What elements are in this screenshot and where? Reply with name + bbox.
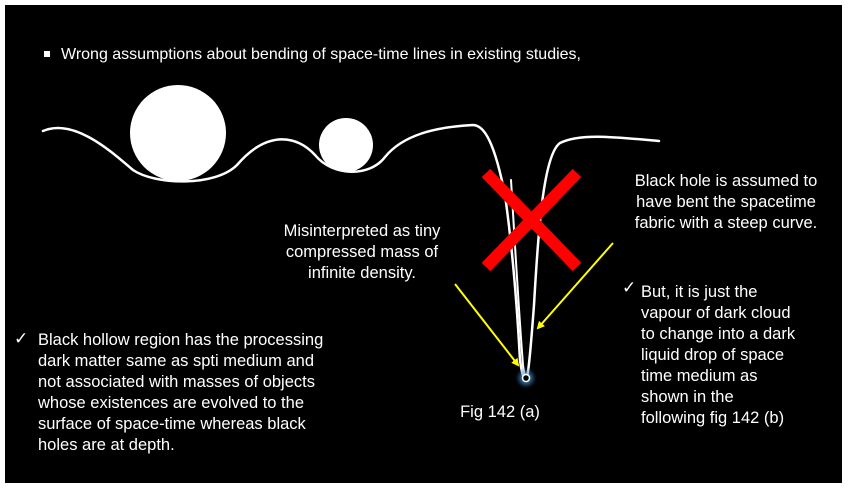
right-note-line: shown in the [641,388,734,406]
left-note-line: whose existences are evolved to the [38,394,304,412]
right-note-line: But, it is just the [641,283,758,301]
right-note-line: time medium as [641,367,758,385]
right-note-line: to change into a dark [641,325,796,343]
assumed-label: Black hole is assumed to have bent the s… [601,171,842,234]
checkmark-icon: ✓ [622,278,637,297]
right-note-line: liquid drop of space [641,346,785,364]
assumed-line: Black hole is assumed to [634,172,818,190]
right-note-line: following fig 142 (b) [641,409,785,427]
misinterpreted-line: compressed mass of [285,243,439,261]
bullet-marker [44,51,50,57]
assumed-line: have bent the spacetime [636,193,816,211]
arrow-from-left-label [454,283,520,367]
assumed-line: fabric with a steep curve. [634,214,818,232]
checkmark-icon: ✓ [14,329,29,348]
left-note-line: holes are at depth. [38,436,175,454]
left-note-line: Black hollow region has the processing [38,331,324,349]
left-note: Black hollow region has the processing d… [38,330,348,456]
small-mass-sphere [319,118,373,172]
figure-caption: Fig 142 (a) [460,403,540,421]
spacetime-diagram [41,85,661,389]
left-note-line: dark matter same as spti medium and [38,352,315,370]
right-note-line: vapour of dark cloud [641,304,791,322]
large-mass-sphere [130,85,226,181]
bullet-text: Wrong assumptions about bending of space… [61,46,581,63]
left-note-line: not associated with masses of objects [38,373,315,391]
misinterpreted-label: Misinterpreted as tiny compressed mass o… [253,221,471,284]
misinterpreted-line: infinite density. [308,264,416,282]
left-note-line: surface of space-time whereas black [38,415,306,433]
singularity-point [521,373,531,383]
red-cross-mark [481,168,582,272]
right-note: But, it is just the vapour of dark cloud… [641,282,841,429]
slide: Wrong assumptions about bending of space… [5,5,842,483]
misinterpreted-line: Misinterpreted as tiny [283,222,441,240]
arrow-from-right-label [536,242,614,330]
